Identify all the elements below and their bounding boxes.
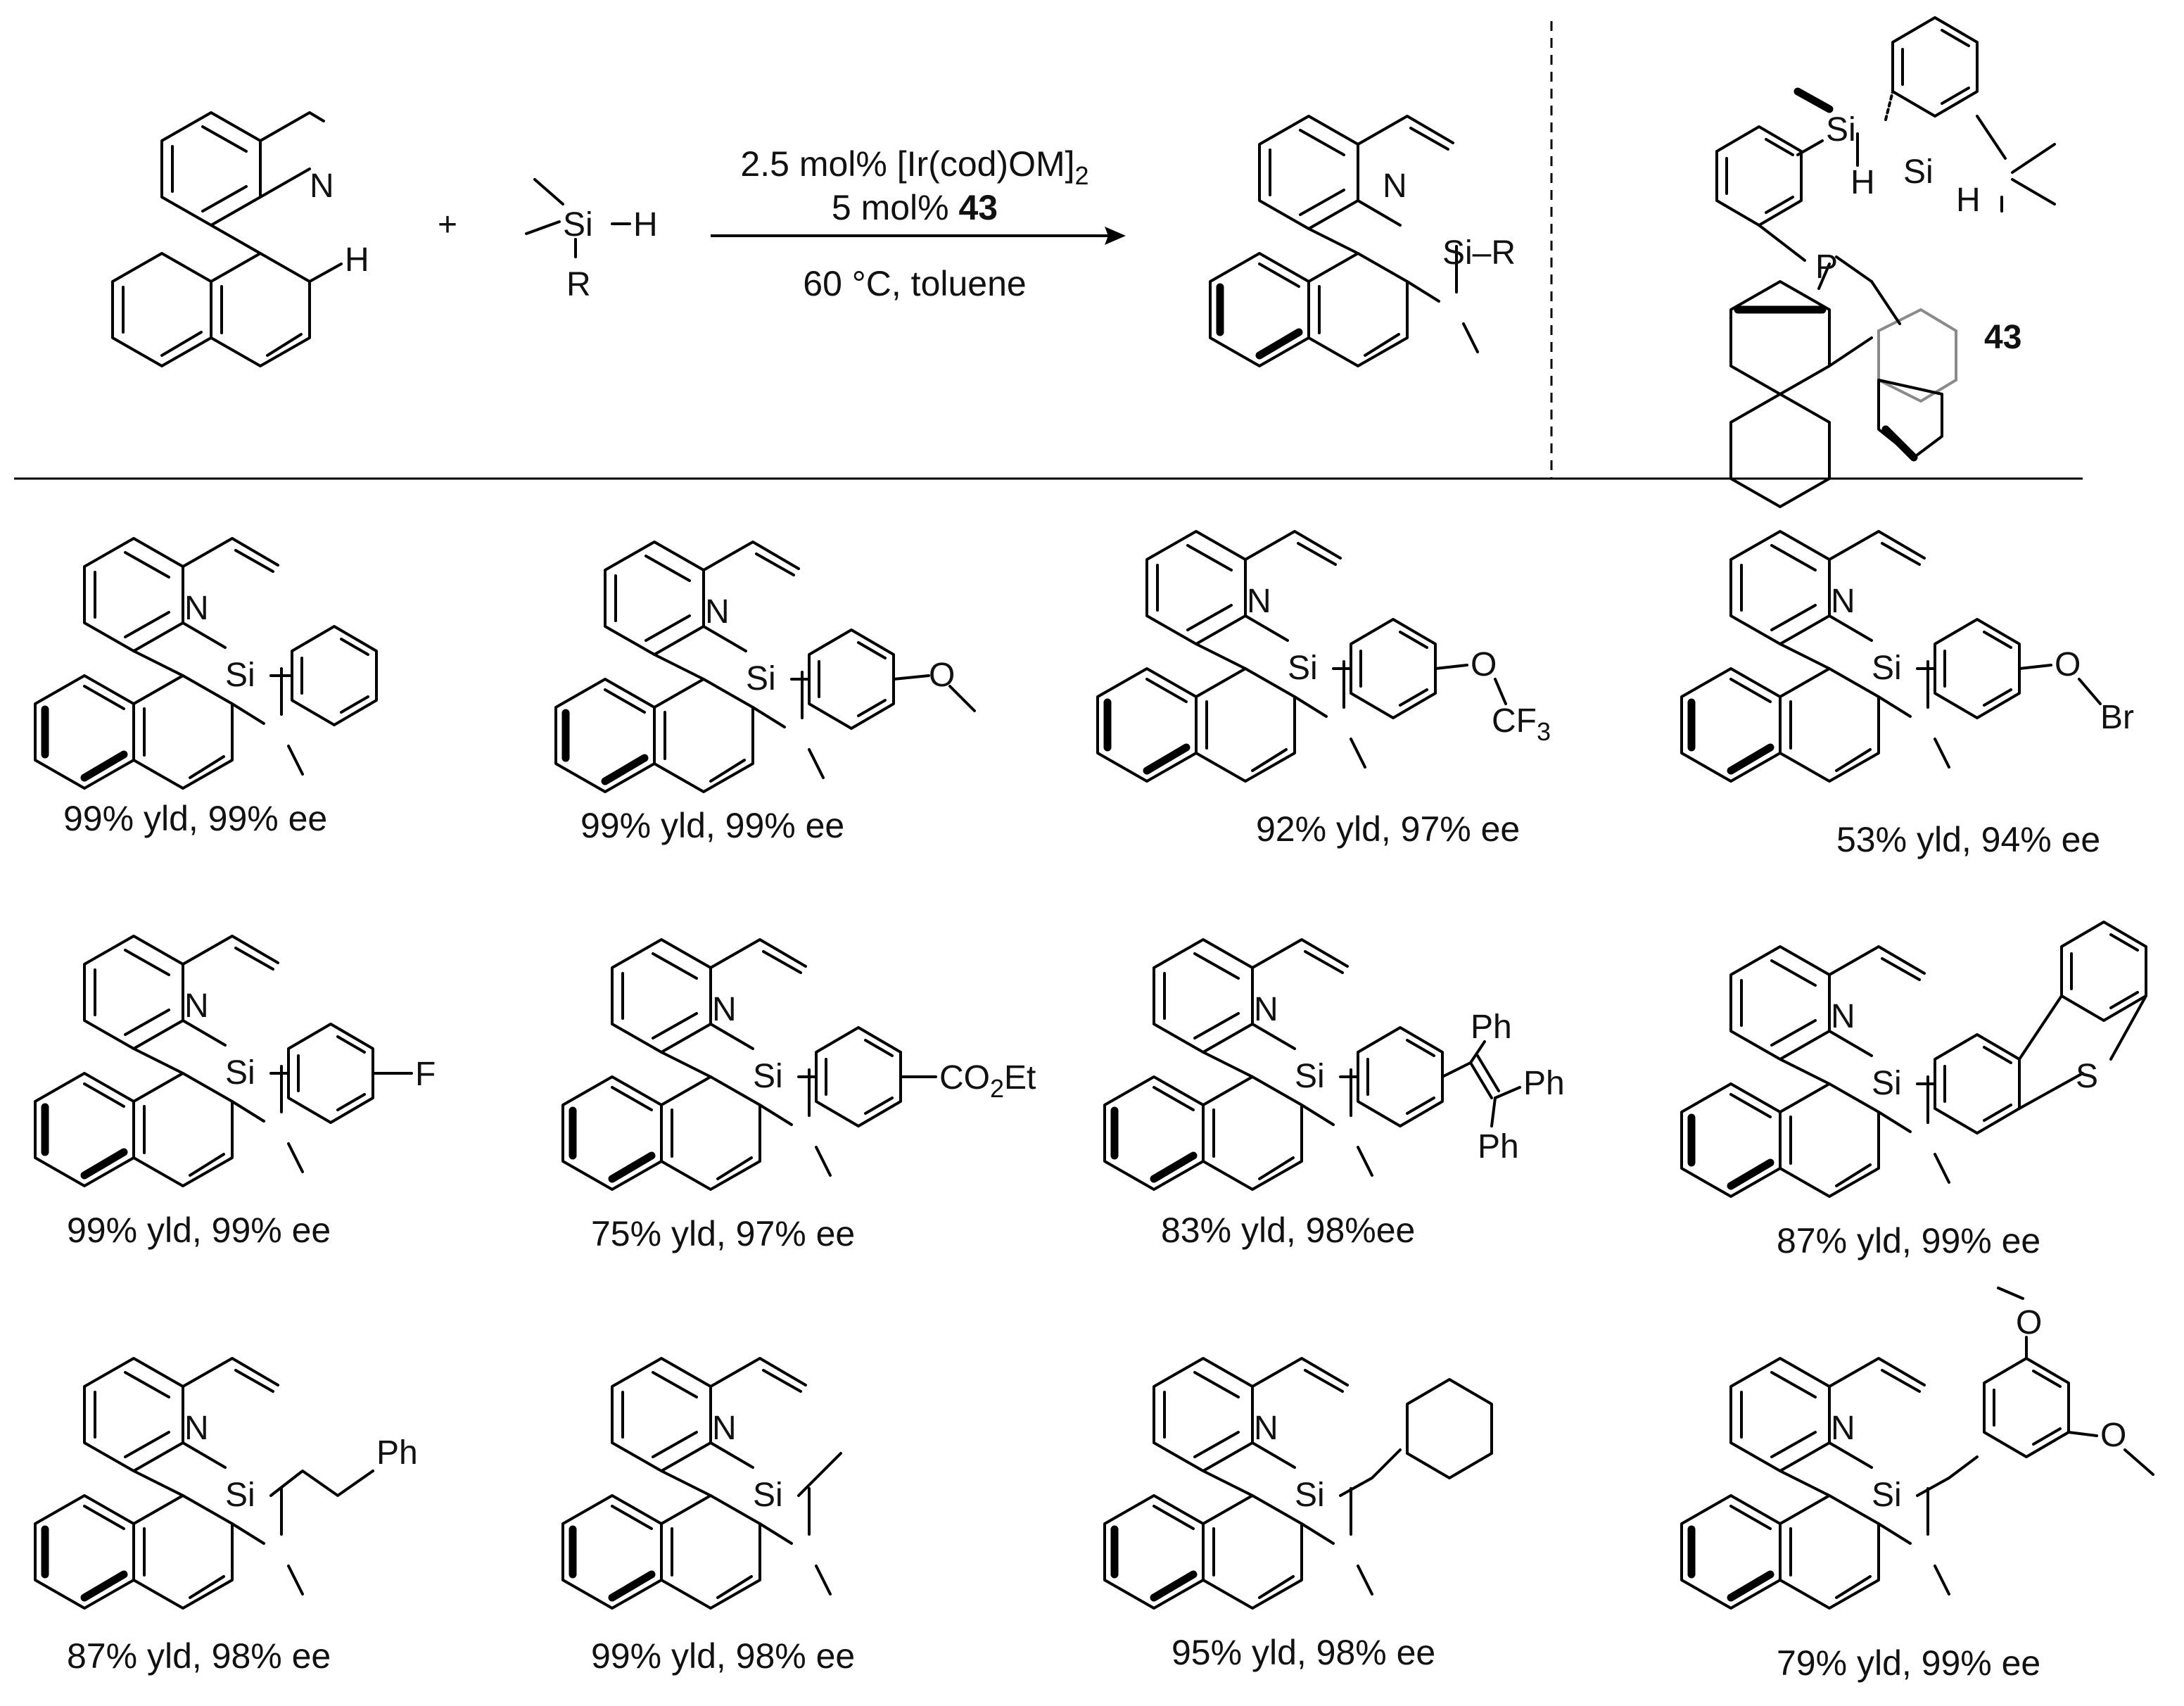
o-atom-label: O	[2100, 1417, 2126, 1454]
si-r-label: Si–R	[1442, 234, 1516, 272]
si-atom-label: Si	[225, 1477, 255, 1514]
product-general: N Si–R	[1210, 116, 1516, 366]
yield-text: 83% yld, 98%ee	[1161, 1211, 1415, 1250]
silane-reagent: Si H R	[525, 178, 658, 303]
si-atom-label: Si	[1295, 1058, 1325, 1095]
product-2: N Si O 99% yld, 99% ee	[556, 542, 976, 845]
cf3-label: CF3	[1492, 702, 1551, 746]
si-atom-label: Si	[1903, 153, 1934, 191]
product-7: N Si Ph Ph Ph 83% yld, 98%ee	[1105, 940, 1565, 1250]
n-atom-label: N	[1831, 1410, 1855, 1447]
product-1: N Si 99% yld, 99% ee	[35, 538, 378, 838]
n-atom-label: N	[184, 1410, 209, 1447]
n-atom-label: N	[1254, 991, 1278, 1028]
yield-text: 95% yld, 98% ee	[1172, 1633, 1435, 1672]
product-10: N Si 99% yld, 98% ee	[563, 1358, 855, 1676]
f-atom-label: F	[415, 1056, 436, 1093]
phenyl-label: Ph	[376, 1434, 418, 1472]
br-label: Br	[2100, 699, 2134, 736]
n-atom-label: N	[1831, 583, 1855, 620]
o-atom-label: O	[1471, 646, 1497, 683]
h-atom-label: H	[345, 241, 369, 279]
ligand-condition: 5 mol% 43	[832, 188, 998, 227]
yield-text: 99% yld, 98% ee	[591, 1636, 855, 1676]
si-atom-label: Si	[1872, 1065, 1902, 1102]
yield-text: 92% yld, 97% ee	[1256, 809, 1520, 849]
h-atom-label: H	[1956, 182, 1981, 219]
phenyl-label: Ph	[1523, 1065, 1565, 1102]
si-atom-label: Si	[225, 657, 255, 694]
catalyst-condition: 2.5 mol% [Ir(cod)OM]2	[740, 144, 1088, 190]
p-atom-label: P	[1815, 248, 1838, 286]
n-atom-label: N	[1247, 583, 1271, 620]
si-atom-label: Si	[1295, 1477, 1325, 1514]
h-atom-label: H	[633, 206, 658, 244]
n-atom-label: N	[1383, 168, 1407, 205]
o-atom-label: O	[929, 657, 955, 694]
si-atom-label: Si	[746, 660, 776, 697]
yield-text: 87% yld, 99% ee	[1777, 1221, 2040, 1260]
yield-text: 79% yld, 99% ee	[1777, 1643, 2040, 1683]
n-atom-label: N	[1831, 998, 1855, 1035]
si-atom-label: Si	[753, 1477, 783, 1514]
temperature-solvent-condition: 60 °C, toluene	[803, 264, 1026, 303]
n-atom-label: N	[310, 168, 334, 205]
yield-text: 99% yld, 99% ee	[67, 1211, 331, 1250]
product-8: N Si S 87% yld, 99% ee	[1682, 921, 2147, 1260]
si-atom-label: Si	[225, 1054, 255, 1092]
product-11: N Si 95% yld, 98% ee	[1105, 1358, 1493, 1672]
yield-text: 99% yld, 99% ee	[580, 806, 844, 845]
product-9: N Si Ph 87% yld, 98% ee	[35, 1358, 418, 1676]
si-atom-label: Si	[1826, 111, 1856, 149]
product-12: N Si O O 79% yld, 99% ee	[1682, 1287, 2154, 1683]
o-atom-label: O	[2055, 646, 2081, 683]
ligand-number-label: 43	[1984, 319, 2021, 356]
s-atom-label: S	[2076, 1058, 2098, 1095]
yield-text: 53% yld, 94% ee	[1836, 820, 2100, 859]
si-atom-label: Si	[563, 206, 593, 244]
yield-text: 99% yld, 99% ee	[63, 799, 327, 838]
n-atom-label: N	[712, 1410, 737, 1447]
reaction-arrow	[711, 227, 1126, 245]
n-atom-label: N	[712, 991, 737, 1028]
n-atom-label: N	[705, 593, 730, 631]
co2et-label: CO2Et	[939, 1059, 1036, 1103]
yield-text: 87% yld, 98% ee	[67, 1636, 331, 1676]
r-group-label: R	[566, 266, 591, 303]
product-5: N Si F 99% yld, 99% ee	[35, 936, 436, 1250]
phenyl-label: Ph	[1471, 1009, 1512, 1046]
h-atom-label: H	[1850, 164, 1875, 201]
starting-material: N H	[111, 111, 369, 367]
product-4: N Si O Br 53% yld, 94% ee	[1682, 531, 2134, 859]
n-atom-label: N	[1254, 1410, 1278, 1447]
si-atom-label: Si	[753, 1058, 783, 1095]
si-atom-label: Si	[1872, 1477, 1902, 1514]
si-atom-label: Si	[1872, 650, 1902, 687]
plus-sign: +	[438, 206, 457, 244]
n-atom-label: N	[184, 987, 209, 1025]
o-atom-label: O	[2016, 1304, 2042, 1341]
product-6: N Si CO2Et 75% yld, 97% ee	[563, 940, 1036, 1253]
n-atom-label: N	[184, 590, 209, 627]
product-3: N Si O CF3 92% yld, 97% ee	[1098, 531, 1551, 849]
ligand-43-structure: Si H Si H P 43	[1715, 16, 2056, 508]
si-atom-label: Si	[1288, 650, 1318, 687]
phenyl-label: Ph	[1478, 1128, 1519, 1165]
yield-text: 75% yld, 97% ee	[591, 1214, 855, 1253]
